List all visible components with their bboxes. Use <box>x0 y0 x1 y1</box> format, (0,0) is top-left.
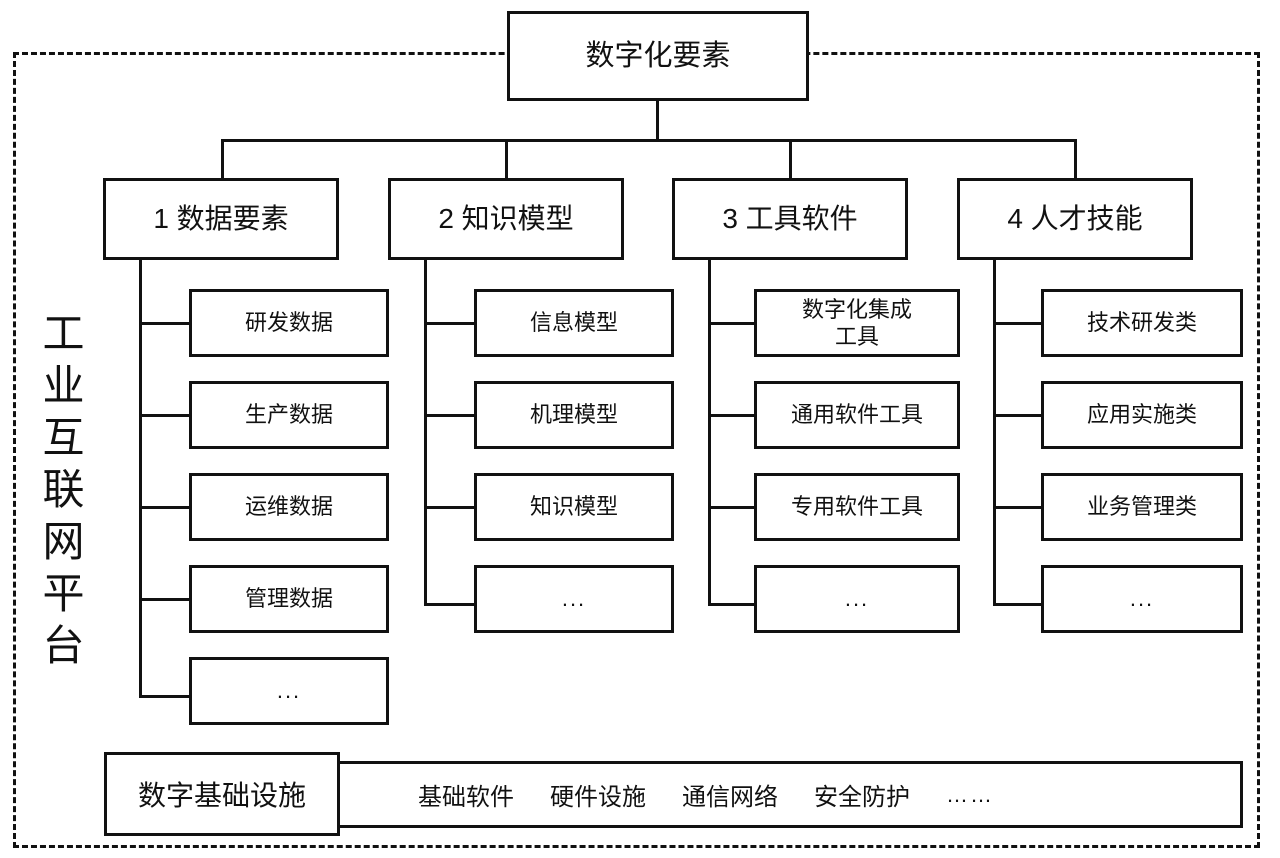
infrastructure-item-3[interactable]: 通信网络 <box>682 784 778 811</box>
leaf-node-2-3[interactable]: 知识模型 <box>474 473 674 541</box>
leaf-connector-2-3 <box>424 506 477 509</box>
leaf-node-2-4[interactable]: ... <box>474 565 674 633</box>
leaf-connector-1-1 <box>139 322 192 325</box>
leaf-connector-2-2 <box>424 414 477 417</box>
infrastructure-ellipsis: …… <box>946 781 994 807</box>
leaf-node-4-3[interactable]: 业务管理类 <box>1041 473 1243 541</box>
infrastructure-item-2[interactable]: 硬件设施 <box>550 784 646 811</box>
leaf-node-1-3[interactable]: 运维数据 <box>189 473 389 541</box>
leaf-node-3-2[interactable]: 通用软件工具 <box>754 381 960 449</box>
root-node-label: 数字化要素 <box>585 39 731 72</box>
category-drop-connector-1 <box>221 139 224 179</box>
infrastructure-label: 数字基础设施 <box>137 780 306 811</box>
leaf-connector-3-2 <box>708 414 756 417</box>
category-spine-3 <box>708 260 711 606</box>
category-node-4[interactable]: 4 人才技能 <box>957 178 1193 260</box>
category-label-2: 2 知识模型 <box>438 203 574 235</box>
leaf-connector-4-3 <box>993 506 1043 509</box>
leaf-node-3-4[interactable]: ... <box>754 565 960 633</box>
leaf-node-1-4[interactable]: 管理数据 <box>189 565 389 633</box>
leaf-node-3-3[interactable]: 专用软件工具 <box>754 473 960 541</box>
root-node-digital-elements[interactable]: 数字化要素 <box>507 11 809 101</box>
leaf-connector-1-5 <box>139 695 192 698</box>
leaf-label-1-3: 运维数据 <box>244 494 333 520</box>
leaf-label-3-2: 通用软件工具 <box>790 402 923 428</box>
platform-dashed-frame <box>13 52 1260 848</box>
category-node-3[interactable]: 3 工具软件 <box>672 178 908 260</box>
category-spine-1 <box>139 260 142 698</box>
leaf-connector-4-4 <box>993 603 1043 606</box>
infrastructure-item-4[interactable]: 安全防护 <box>814 784 910 811</box>
leaf-connector-3-4 <box>708 603 756 606</box>
leaf-node-1-1[interactable]: 研发数据 <box>189 289 389 357</box>
infrastructure-label-box[interactable]: 数字基础设施 <box>104 752 340 836</box>
platform-vertical-label: 工业互联网平台 <box>37 311 84 675</box>
infrastructure-items: 基础软件 硬件设施 通信网络 安全防护 …… <box>418 777 994 812</box>
leaf-label-4-1: 技术研发类 <box>1086 310 1197 336</box>
leaf-node-1-2[interactable]: 生产数据 <box>189 381 389 449</box>
leaf-node-4-1[interactable]: 技术研发类 <box>1041 289 1243 357</box>
category-node-2[interactable]: 2 知识模型 <box>388 178 624 260</box>
leaf-node-4-4[interactable]: ... <box>1041 565 1243 633</box>
leaf-label-1-4: 管理数据 <box>244 586 333 612</box>
leaf-node-2-2[interactable]: 机理模型 <box>474 381 674 449</box>
leaf-label-3-1: 数字化集成 工具 <box>801 296 912 349</box>
leaf-connector-2-1 <box>424 322 477 325</box>
category-bus-connector <box>221 139 1077 142</box>
leaf-label-4-4: ... <box>1129 586 1155 612</box>
category-label-1: 1 数据要素 <box>153 203 289 235</box>
category-drop-connector-3 <box>789 139 792 179</box>
leaf-connector-1-4 <box>139 598 192 601</box>
leaf-label-2-1: 信息模型 <box>529 310 618 336</box>
category-spine-4 <box>993 260 996 606</box>
leaf-node-1-5[interactable]: ... <box>189 657 389 725</box>
category-drop-connector-2 <box>505 139 508 179</box>
leaf-label-4-2: 应用实施类 <box>1086 402 1197 428</box>
leaf-label-1-1: 研发数据 <box>244 310 333 336</box>
category-label-4: 4 人才技能 <box>1007 203 1143 235</box>
category-drop-connector-4 <box>1074 139 1077 179</box>
infrastructure-item-1[interactable]: 基础软件 <box>418 784 514 811</box>
leaf-label-4-3: 业务管理类 <box>1086 494 1197 520</box>
leaf-connector-1-3 <box>139 506 192 509</box>
leaf-label-2-3: 知识模型 <box>529 494 618 520</box>
leaf-connector-4-1 <box>993 322 1043 325</box>
leaf-label-1-5: ... <box>276 678 302 704</box>
category-label-3: 3 工具软件 <box>722 203 858 235</box>
leaf-label-3-4: ... <box>844 586 870 612</box>
leaf-label-1-2: 生产数据 <box>244 402 333 428</box>
leaf-label-3-3: 专用软件工具 <box>790 494 923 520</box>
category-spine-2 <box>424 260 427 606</box>
root-drop-connector <box>656 101 659 141</box>
leaf-connector-3-3 <box>708 506 756 509</box>
leaf-connector-3-1 <box>708 322 756 325</box>
infrastructure-bar[interactable]: 基础软件 硬件设施 通信网络 安全防护 …… <box>200 761 1243 828</box>
leaf-node-4-2[interactable]: 应用实施类 <box>1041 381 1243 449</box>
leaf-node-3-1[interactable]: 数字化集成 工具 <box>754 289 960 357</box>
leaf-connector-1-2 <box>139 414 192 417</box>
leaf-connector-2-4 <box>424 603 477 606</box>
leaf-connector-4-2 <box>993 414 1043 417</box>
leaf-node-2-1[interactable]: 信息模型 <box>474 289 674 357</box>
leaf-label-2-4: ... <box>561 586 587 612</box>
leaf-label-2-2: 机理模型 <box>529 402 618 428</box>
category-node-1[interactable]: 1 数据要素 <box>103 178 339 260</box>
